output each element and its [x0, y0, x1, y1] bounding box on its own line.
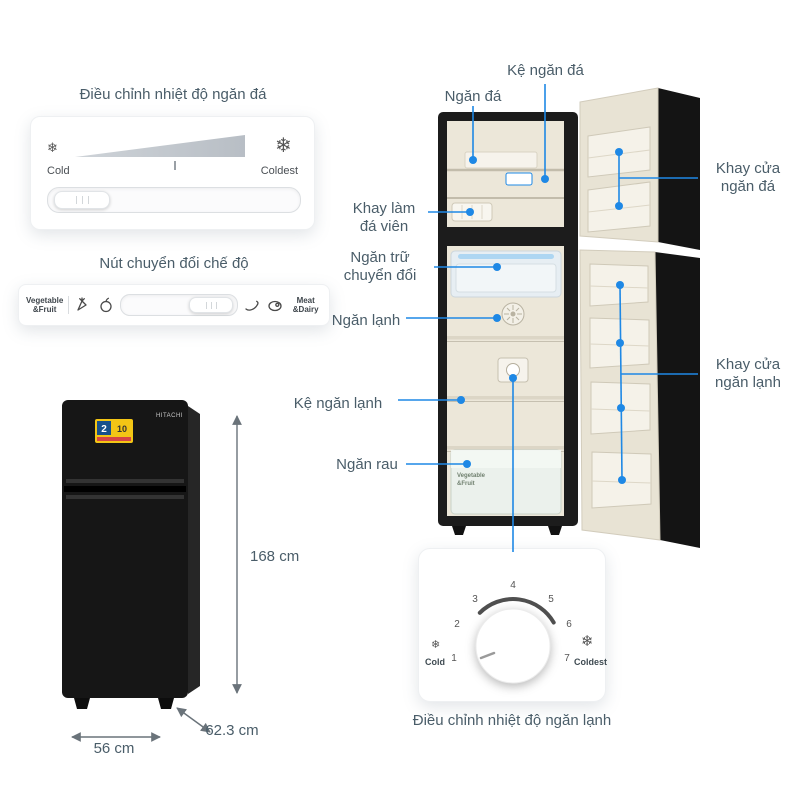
- callout-freezer-shelf: Kệ ngăn đá: [507, 62, 584, 79]
- dial-number: 3: [472, 594, 478, 605]
- freezer-door: [579, 87, 700, 250]
- coldest-label: Coldest: [260, 165, 298, 177]
- thermostat-box: [497, 357, 529, 383]
- dial-number: 4: [510, 580, 516, 591]
- energy-rating: 2: [101, 424, 107, 435]
- vegetable-fruit-label: Vegetable &Fruit: [26, 296, 64, 314]
- temperature-gradient-wedge: [75, 135, 245, 157]
- mode-slider-track[interactable]: [120, 294, 239, 316]
- freezer-temp-slider-track[interactable]: [47, 187, 301, 213]
- snowflake-small-icon: ❄: [47, 141, 58, 156]
- energy-number: 10: [117, 424, 127, 434]
- dial-number: 2: [454, 619, 460, 630]
- dial-number: 5: [548, 594, 554, 605]
- chili-icon: [243, 296, 261, 314]
- snowflake-large-icon: ❄: [581, 632, 594, 650]
- coldest-label: Coldest: [574, 657, 607, 667]
- meat-dairy-label: Meat &Dairy: [292, 296, 319, 314]
- gradient-tick: [174, 161, 176, 170]
- callout-freezer-box: Ngăn đá: [444, 88, 502, 105]
- snowflake-small-icon: ❄: [431, 638, 440, 651]
- mode-slider-handle[interactable]: [189, 297, 234, 313]
- fridge-temp-dial-panel: 1 2 3 4 5 6 7 ❄ ❄ Cold Coldest: [418, 548, 607, 702]
- freezer-temp-title: Điều chỉnh nhiệt độ ngăn đá: [79, 86, 267, 103]
- fridge-diagram: Vegetable &Fruit: [438, 87, 700, 548]
- fridge-door: [579, 249, 700, 548]
- height-dimension: 168 cm: [250, 548, 300, 565]
- dial-number: 7: [564, 653, 570, 664]
- crisper-label: Vegetable: [457, 473, 486, 479]
- brand-logo: HITACHI: [156, 413, 183, 419]
- callout-ice-tray: Khay làm đá viên: [352, 200, 416, 236]
- meat-icon: [266, 296, 284, 314]
- dial-indicator: [479, 651, 496, 660]
- apple-icon: [97, 296, 115, 314]
- callout-lines: [398, 84, 698, 552]
- convertible-zone: [450, 250, 562, 298]
- dial-number: 6: [566, 619, 572, 630]
- cooling-fan: [501, 302, 525, 326]
- snowflake-large-icon: ❄: [275, 133, 292, 157]
- fridge-temp-title: Điều chỉnh nhiệt độ ngăn lạnh: [412, 712, 612, 729]
- mode-switch-title: Nút chuyển đổi chế độ: [99, 255, 249, 272]
- callout-fridge-shelf: Kệ ngăn lạnh: [293, 395, 383, 412]
- mode-switch-panel: Vegetable &Fruit Meat &Dairy: [18, 284, 330, 326]
- cold-label: Cold: [47, 165, 70, 177]
- ice-cube-tray: [451, 202, 493, 222]
- callout-freezer-door-tray: Khay cửa ngăn đá: [715, 160, 781, 196]
- depth-dimension: 62.3 cm: [205, 722, 259, 739]
- carrot-icon: [74, 296, 92, 314]
- dial-arc: [477, 597, 556, 625]
- callout-fridge-door-tray: Khay cửa ngăn lạnh: [715, 356, 781, 392]
- dial-knob[interactable]: [475, 608, 551, 684]
- crisper-drawer: Vegetable &Fruit: [450, 449, 562, 515]
- freezer-shelf-highlight: [505, 172, 533, 186]
- callout-fridge-box: Ngăn lạnh: [331, 312, 401, 329]
- callout-dots: [457, 148, 626, 484]
- divider: [68, 296, 70, 314]
- callout-convertible: Ngăn trữ chuyển đổi: [343, 249, 417, 285]
- freezer-temp-slider-handle[interactable]: [54, 191, 110, 209]
- cold-label: Cold: [425, 657, 445, 667]
- crisper-label: &Fruit: [457, 481, 475, 487]
- product-fridge-photo: 2 10 HITACHI: [62, 400, 200, 709]
- energy-label: 2 10: [95, 419, 133, 443]
- freezer-temp-panel: ❄ ❄ Cold Coldest: [30, 116, 315, 230]
- width-dimension: 56 cm: [93, 740, 135, 757]
- dial-number: 1: [451, 653, 457, 664]
- callout-crisper: Ngăn rau: [336, 456, 398, 473]
